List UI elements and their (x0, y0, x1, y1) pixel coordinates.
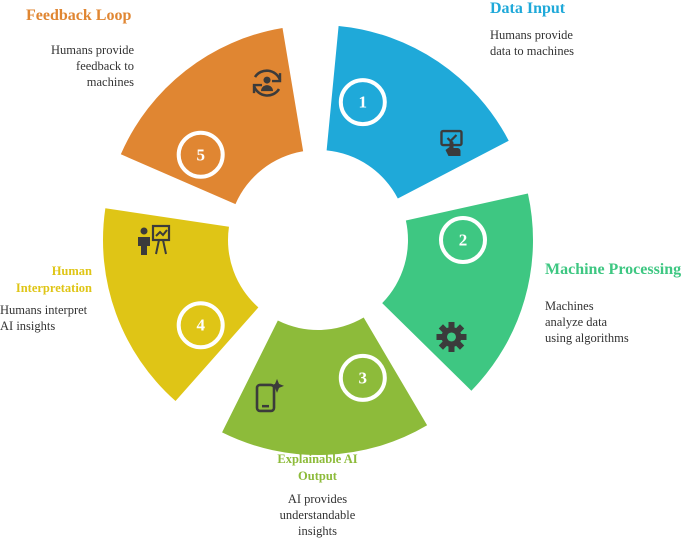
step-4-description: Humans interpret AI insights (0, 303, 88, 333)
segment-5 (120, 27, 304, 205)
step-2-description: Machines analyze data using algorithms (545, 299, 629, 345)
step-2-title: Machine Processing (545, 261, 682, 278)
step-5-number: 5 (196, 145, 205, 164)
touch-screen-check-icon (440, 129, 463, 157)
segment-4 (102, 208, 259, 402)
step-4-badge (176, 301, 225, 350)
step-3-number: 3 (359, 368, 368, 387)
step-1-title: Data Input (490, 0, 566, 17)
step-4-title: Human Interpretation (15, 264, 92, 295)
step-1-badge (338, 78, 387, 127)
step-2-badge (439, 216, 487, 264)
smartphone-sparkle-icon (255, 378, 285, 413)
step-5-badge (176, 130, 225, 179)
segment-3 (222, 317, 428, 456)
presenter-chart-icon (138, 224, 171, 255)
step-4-number: 4 (196, 316, 205, 335)
step-1-number: 1 (359, 93, 368, 112)
step-1-description: Humans provide data to machines (490, 28, 574, 58)
step-5-title: Feedback Loop (26, 7, 132, 24)
segment-1 (326, 25, 509, 199)
user-refresh-icon (252, 69, 282, 97)
step-3-badge (338, 353, 387, 402)
gear-icon (436, 321, 467, 352)
step-5-description: Humans provide feedback to machines (51, 43, 134, 89)
step-3-description: AI provides understandable insights (279, 492, 356, 538)
step-3-title: Explainable AI Output (277, 452, 358, 483)
segment-2 (382, 193, 533, 391)
step-2-number: 2 (459, 231, 468, 250)
